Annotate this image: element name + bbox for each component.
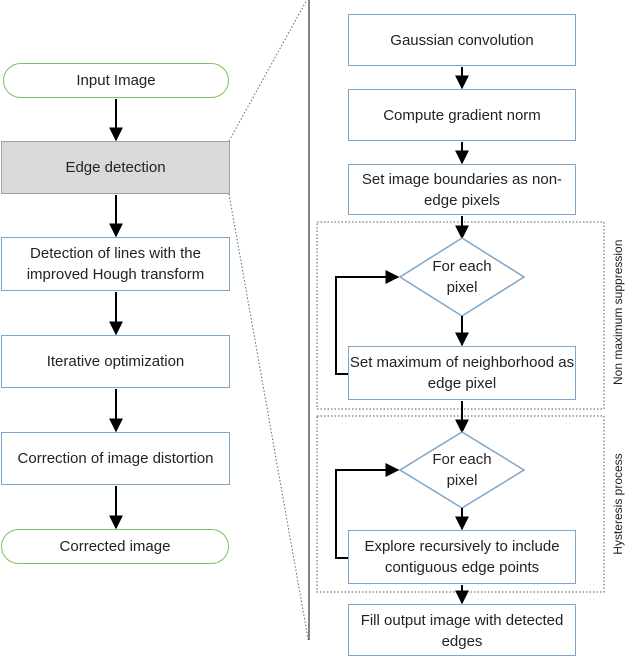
decision-1-label: For each pixel: [432, 258, 492, 296]
max-neighborhood-label: Set maximum of neighborhood as edge pixe…: [349, 354, 575, 392]
zoom-line-bottom: [228, 193, 309, 640]
distortion-correction-box: Correction of image distortion: [1, 432, 230, 485]
distortion-correction-label: Correction of image distortion: [17, 450, 214, 467]
nms-group-box: [316, 221, 605, 410]
fill-output-label: Fill output image with detected edges: [360, 612, 564, 650]
hysteresis-group-label: Hysteresis process: [611, 453, 625, 555]
edge-detection-box: Edge detection: [1, 141, 230, 194]
gradient-norm-label: Compute gradient norm: [383, 106, 541, 124]
gaussian-convolution-box: Gaussian convolution: [348, 14, 576, 66]
gaussian-convolution-label: Gaussian convolution: [390, 31, 534, 49]
decision-2-label: For each pixel: [432, 451, 492, 489]
explore-recursively-label: Explore recursively to include contiguou…: [364, 538, 560, 576]
gradient-norm-box: Compute gradient norm: [348, 89, 576, 141]
iterative-optimization-box: Iterative optimization: [1, 335, 230, 388]
detail-panel-border: [308, 0, 310, 640]
fill-output-box: Fill output image with detected edges: [348, 604, 576, 656]
edge-detection-label: Edge detection: [65, 159, 166, 176]
hough-transform-label: Detection of lines with the improved Hou…: [26, 245, 205, 283]
image-boundaries-box: Set image boundaries as non-edge pixels: [348, 164, 576, 215]
iterative-optimization-label: Iterative optimization: [46, 353, 185, 370]
hough-transform-box: Detection of lines with the improved Hou…: [1, 237, 230, 291]
input-image-label: Input Image: [76, 72, 156, 89]
flowchart: Input Image Edge detection Detection of …: [1, 0, 625, 656]
explore-recursively-box: Explore recursively to include contiguou…: [348, 530, 576, 584]
input-image-terminal: Input Image: [3, 63, 229, 98]
loop-back-1: [335, 270, 400, 375]
corrected-image-terminal: Corrected image: [1, 529, 229, 564]
connectors: [109, 0, 605, 640]
loop-back-2: [335, 463, 400, 559]
nms-group-label: Non maximum suppression: [611, 239, 625, 385]
zoom-line-top: [228, 0, 308, 142]
max-neighborhood-box: Set maximum of neighborhood as edge pixe…: [348, 346, 576, 400]
corrected-image-label: Corrected image: [59, 538, 171, 555]
image-boundaries-label: Set image boundaries as non-edge pixels: [361, 170, 563, 209]
